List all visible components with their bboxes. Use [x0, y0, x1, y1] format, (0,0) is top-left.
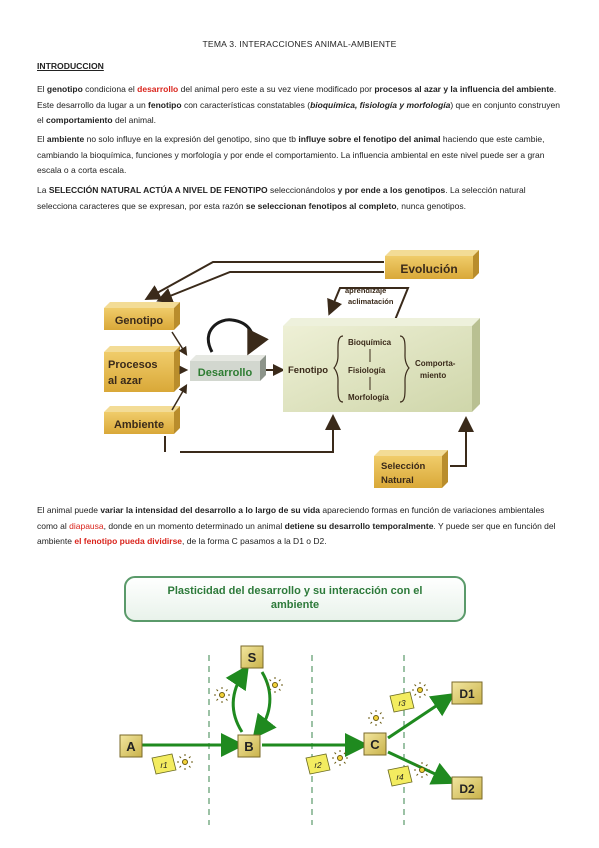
plasticidad-title-box: Plasticidad del desarrollo y su interacc…: [124, 576, 466, 622]
sun-icon: [177, 754, 193, 770]
sun-icon: [414, 762, 430, 778]
arrow-evolucion-genotipo: [144, 261, 384, 300]
comportamiento-label-2: miento: [420, 371, 446, 380]
svg-text:r1: r1: [160, 761, 167, 770]
svg-text:D1: D1: [459, 687, 475, 701]
fisiologia-label: Fisiología: [348, 366, 386, 375]
svg-text:r4: r4: [396, 773, 404, 782]
arrow-genotipo-desarrollo: [171, 331, 188, 356]
seleccion-natural-box: Selección Natural: [374, 450, 448, 488]
desarrollo-box: Desarrollo: [190, 355, 266, 381]
ambiente-label: Ambiente: [114, 419, 164, 431]
seleccion-label-1: Selección: [381, 461, 426, 472]
sun-icon: [267, 677, 283, 693]
procesos-label-2: al azar: [108, 375, 143, 387]
svg-text:D2: D2: [459, 782, 475, 796]
node-d2: D2: [451, 776, 483, 800]
arrow-b-s: [225, 664, 249, 733]
seleccion-label-2: Natural: [381, 475, 414, 486]
evolucion-box: Evolución: [385, 250, 479, 279]
node-c: C: [363, 732, 387, 756]
tag-r3: r3: [389, 691, 415, 713]
desarrollo-label: Desarrollo: [198, 367, 253, 379]
sun-icon: [412, 682, 428, 698]
node-a: A: [119, 734, 143, 758]
paragraph-genotipo: El genotipo condiciona el desarrollo del…: [37, 84, 560, 125]
arrow-seleccion-fenotipo: [450, 416, 474, 467]
evolucion-label: Evolución: [400, 262, 457, 276]
aprendizaje-label: aprendizaje: [345, 286, 386, 295]
plasticidad-title-1: Plasticidad del desarrollo y su interacc…: [168, 585, 423, 597]
arrow-evolucion-genotipo-2: [156, 271, 384, 303]
fenotipo-label: Fenotipo: [288, 365, 328, 376]
arrow-c-d1: [387, 693, 456, 740]
procesos-label-1: Procesos: [108, 359, 158, 371]
svg-text:r3: r3: [398, 699, 406, 708]
section-heading: INTRODUCCION: [37, 61, 104, 71]
arrow-aprendizaje: [327, 287, 410, 321]
paragraph-ambiente: El ambiente no solo influye en la expres…: [37, 134, 545, 175]
fenotipo-box: Fenotipo Bioquímica Fisiología Morfologí…: [283, 318, 480, 412]
genotipo-fenotipo-diagram: Evolución aprendizaje aclimatación Genot…: [104, 250, 480, 488]
svg-text:r2: r2: [314, 761, 322, 770]
arrow-ambiente-desarrollo: [171, 384, 188, 411]
svg-text:A: A: [126, 739, 136, 754]
svg-text:C: C: [370, 737, 380, 752]
sun-icon: [368, 710, 384, 726]
node-d1: D1: [451, 681, 483, 705]
node-b: B: [237, 734, 261, 758]
comportamiento-label-1: Comporta-: [415, 359, 456, 368]
ambiente-box: Ambiente: [104, 406, 180, 434]
paragraph-diapausa: El animal puede variar la intensidad del…: [37, 505, 556, 546]
page-title: TEMA 3. INTERACCIONES ANIMAL-AMBIENTE: [202, 39, 397, 49]
bioquimica-label: Bioquímica: [348, 338, 392, 347]
plasticidad-title-2: ambiente: [271, 599, 319, 611]
tag-r2: r2: [305, 753, 331, 775]
loop-arrow-desarrollo: [206, 318, 269, 356]
tag-r4: r4: [387, 765, 413, 787]
svg-text:B: B: [244, 739, 253, 754]
morfologia-label: Morfología: [348, 393, 389, 402]
aclimatacion-label: aclimatación: [348, 297, 394, 306]
paragraph-seleccion: La SELECCIÓN NATURAL ACTÚA A NIVEL DE FE…: [37, 185, 526, 211]
plasticidad-diagram: Plasticidad del desarrollo y su interacc…: [119, 576, 483, 825]
genotipo-box: Genotipo: [104, 302, 180, 330]
procesos-box: Procesos al azar: [104, 346, 180, 392]
tag-r1: r1: [151, 753, 177, 775]
arrow-s-b: [252, 671, 277, 740]
sun-icon: [214, 687, 230, 703]
sun-icon: [332, 750, 348, 766]
node-s: S: [240, 645, 264, 669]
genotipo-label: Genotipo: [115, 315, 164, 327]
arrow-ambiente-fenotipo: [180, 414, 341, 453]
svg-text:S: S: [248, 650, 257, 665]
